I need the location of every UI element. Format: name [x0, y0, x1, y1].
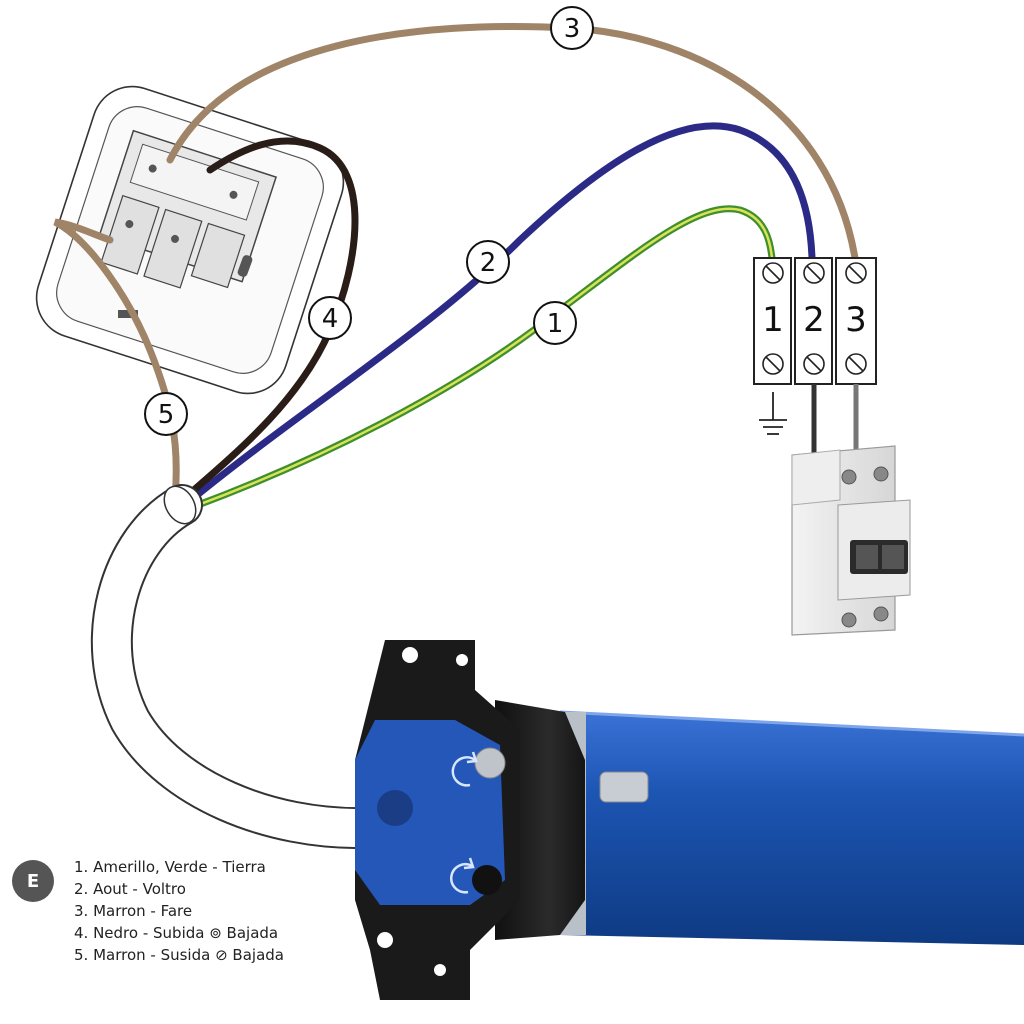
terminal-2-label: 2	[803, 300, 825, 340]
terminal-block: 1 2 3	[753, 257, 877, 385]
tubular-motor	[355, 640, 1024, 1000]
terminal-3: 3	[835, 257, 877, 385]
callout-2: 2	[466, 240, 510, 284]
rotation-arrow-up-icon	[451, 751, 478, 787]
wire-4-black	[176, 137, 359, 506]
svg-text:4: 4	[322, 304, 339, 334]
motor-head	[355, 640, 520, 1000]
callout-5: 5	[144, 392, 188, 436]
wire-2-blue	[181, 122, 816, 509]
legend-item: 3. Marron - Fare	[74, 902, 193, 920]
callout-1: 1	[533, 301, 577, 345]
terminal-3-label: 3	[845, 300, 867, 340]
legend-item: 1. Amerillo, Verde - Tierra	[74, 858, 266, 876]
ground-icon	[759, 392, 787, 435]
svg-text:5: 5	[158, 400, 175, 430]
terminal-1-label: 1	[762, 300, 784, 340]
svg-text:1: 1	[547, 309, 564, 339]
callout-3: 3	[550, 6, 594, 50]
svg-text:3: 3	[564, 14, 581, 44]
wire-legend: E 1. Amerillo, Verde - Tierra 2. Aout - …	[12, 856, 312, 976]
wire-1-earth	[186, 205, 776, 512]
terminal-2: 2	[794, 257, 833, 385]
rotation-arrow-down-icon	[450, 857, 475, 894]
motor-cable	[90, 484, 386, 850]
legend-item: 4. Nedro - Subida ⊚ Bajada	[74, 924, 279, 942]
legend-item: 2. Aout - Voltro	[74, 880, 186, 898]
circuit-breaker	[791, 445, 911, 636]
legend-list: 1. Amerillo, Verde - Tierra 2. Aout - Vo…	[74, 856, 284, 966]
callout-4: 4	[308, 296, 352, 340]
wall-switch	[35, 85, 345, 395]
svg-text:2: 2	[480, 248, 497, 278]
legend-badge: E	[12, 860, 54, 902]
legend-item: 5. Marron - Susida ⊘ Bajada	[74, 946, 284, 964]
terminal-1: 1	[753, 257, 792, 385]
